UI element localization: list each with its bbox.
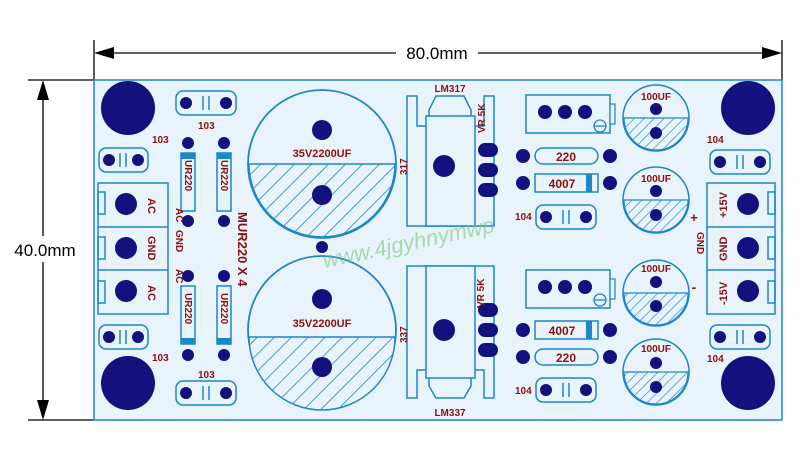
diode-ur220-2 xyxy=(216,137,232,227)
cap-big-bottom-label: 35V2200UF xyxy=(293,318,352,330)
cap-103-bottom-label: 103 xyxy=(198,370,215,381)
input-label-ac1: AC xyxy=(145,198,157,214)
trimmer-vr-bottom xyxy=(525,269,616,309)
resistor-220-bottom-label: 220 xyxy=(556,351,576,365)
ur220-3-label: UR220 xyxy=(182,293,193,325)
cap-103-top-label: 103 xyxy=(198,121,215,132)
lm337-pins xyxy=(478,303,498,357)
code-337-label: 337 xyxy=(399,326,410,343)
cap-103-left-top xyxy=(98,147,149,173)
bridge-label-ac-bottom: AC xyxy=(173,269,184,283)
cap-big-bottom xyxy=(247,255,397,411)
bridge-label-gnd: GND xyxy=(173,230,184,252)
input-label-ac2: AC xyxy=(145,285,157,301)
input-label-gnd: GND xyxy=(145,236,157,261)
cap-100uf-2-label: 100UF xyxy=(641,174,671,185)
output-label-gnd: GND xyxy=(718,237,730,262)
cap-big-top xyxy=(247,89,397,239)
cap-103-left-bottom-label: 103 xyxy=(152,353,169,364)
gnd-side-label: GND xyxy=(694,232,705,254)
diode-4007-bottom-label: 4007 xyxy=(549,324,576,338)
diode-4007-bottom xyxy=(516,320,617,340)
width-label-bg xyxy=(396,40,478,64)
lm337-mount-hole xyxy=(433,319,455,341)
cap-104-top-right xyxy=(709,149,771,175)
cap-103-bottom xyxy=(175,380,237,406)
cap-100uf-4-label: 100UF xyxy=(641,344,671,355)
output-label-p15: +15V xyxy=(718,191,730,218)
cap-100uf-2 xyxy=(622,166,690,234)
diode-ur220-4 xyxy=(216,270,232,361)
diode-ur220-3 xyxy=(180,270,196,361)
mount-hole-bottom-right xyxy=(721,356,775,410)
mur-label: MUR220 X 4 xyxy=(235,212,250,287)
output-pad-p15 xyxy=(737,193,759,215)
vr-top-label: VR 5K xyxy=(477,103,488,133)
ur220-2-label: UR220 xyxy=(218,160,229,192)
minus-marker: - xyxy=(692,279,697,295)
diode-4007-top-label: 4007 xyxy=(549,177,576,191)
lm317-label: LM317 xyxy=(434,84,466,95)
cap-104-bottom-right xyxy=(709,324,771,350)
lm317-mount-hole xyxy=(433,155,455,177)
trimmer-vr-top xyxy=(525,94,616,134)
diode-ur220-1 xyxy=(180,137,196,227)
vr-bottom-label: VR 5K xyxy=(476,278,487,308)
ur220-1-label: UR220 xyxy=(182,160,193,192)
resistor-220-bottom xyxy=(516,348,617,366)
cap-103-left-bottom xyxy=(98,324,149,350)
output-label-m15: -15V xyxy=(718,281,730,305)
cap-104-mid-top xyxy=(535,204,597,230)
lm337-label: LM337 xyxy=(434,408,466,419)
input-pad-ac2 xyxy=(115,280,137,302)
cap-104-mid-bottom xyxy=(535,377,597,403)
center-via xyxy=(316,241,328,253)
input-terminal xyxy=(97,182,169,315)
input-pad-ac1 xyxy=(115,193,137,215)
diode-4007-top xyxy=(516,173,617,193)
mount-hole-top-left xyxy=(101,81,155,135)
cap-104-mid-bottom-label: 104 xyxy=(515,386,532,397)
cap-100uf-4 xyxy=(622,338,690,406)
cap-big-top-label: 35V2200UF xyxy=(293,148,352,160)
height-label: 40.0mm xyxy=(14,241,75,260)
output-terminal xyxy=(706,182,776,315)
plus-marker: + xyxy=(690,210,698,225)
bridge-label-ac-top: AC xyxy=(173,208,184,222)
cap-100uf-3-label: 100UF xyxy=(641,264,671,275)
resistor-220-top xyxy=(516,147,617,165)
width-label: 80.0mm xyxy=(406,44,467,63)
resistor-220-top-label: 220 xyxy=(556,150,576,164)
code-317-label: 317 xyxy=(399,158,410,175)
height-label-bg xyxy=(4,236,86,262)
lm317-pins xyxy=(478,143,498,197)
cap-100uf-3 xyxy=(622,259,690,327)
cap-100uf-1 xyxy=(622,84,690,152)
cap-104-top-right-label: 104 xyxy=(707,135,724,146)
cap-104-mid-top-label: 104 xyxy=(515,212,532,223)
mount-hole-bottom-left xyxy=(101,356,155,410)
cap-104-bottom-right-label: 104 xyxy=(707,354,724,365)
output-pad-m15 xyxy=(737,280,759,302)
input-pad-gnd xyxy=(115,237,137,259)
ur220-4-label: UR220 xyxy=(218,293,229,325)
cap-103-top xyxy=(175,90,237,116)
cap-103-left-top-label: 103 xyxy=(152,135,169,146)
cap-100uf-1-label: 100UF xyxy=(641,92,671,103)
mount-hole-top-right xyxy=(721,81,775,135)
output-pad-gnd xyxy=(737,237,759,259)
